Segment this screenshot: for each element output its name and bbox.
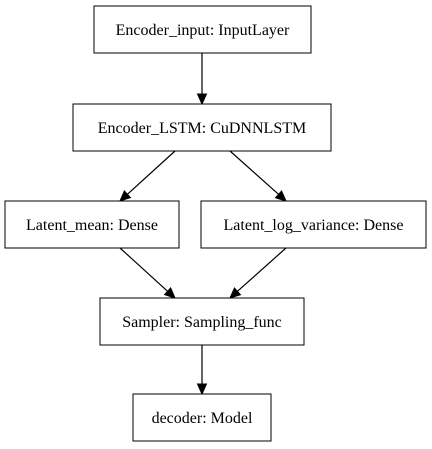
edge-latent-mean-to-sampler <box>119 247 169 292</box>
node-decoder-box <box>132 393 272 442</box>
node-encoder-lstm-box <box>72 103 332 152</box>
arrowhead-latent-mean-to-sampler <box>163 287 176 299</box>
node-encoder-lstm: Encoder_LSTM: CuDNNLSTM <box>72 103 332 152</box>
node-latent-log-variance-box <box>200 200 427 249</box>
node-encoder-input: Encoder_input: InputLayer <box>93 5 312 54</box>
node-latent-mean: Latent_mean: Dense <box>4 200 180 249</box>
node-sampler-box <box>99 297 305 346</box>
node-decoder: decoder: Model <box>132 393 272 442</box>
node-sampler: Sampler: Sampling_func <box>99 297 305 346</box>
arrowhead-latent-log-variance-to-sampler <box>229 287 242 299</box>
arrowhead-encoder-lstm-to-latent-mean <box>119 190 132 202</box>
edge-latent-log-variance-to-sampler <box>237 247 287 292</box>
node-latent-log-variance: Latent_log_variance: Dense <box>200 200 427 249</box>
node-latent-mean-box <box>4 200 180 249</box>
edge-encoder-lstm-to-latent-log-variance <box>229 150 279 195</box>
edge-encoder-lstm-to-latent-mean <box>126 150 176 195</box>
arrowhead-encoder-lstm-to-latent-log-variance <box>274 190 287 202</box>
arrowhead-encoder-input-to-encoder-lstm <box>196 93 208 106</box>
node-sampler-label: Sampler: Sampling_func <box>122 314 282 331</box>
node-encoder-lstm-label: Encoder_LSTM: CuDNNLSTM <box>98 120 306 137</box>
edges-layer <box>119 53 287 396</box>
node-latent-mean-label: Latent_mean: Dense <box>26 217 158 234</box>
node-encoder-input-label: Encoder_input: InputLayer <box>116 22 290 39</box>
node-latent-log-variance-label: Latent_log_variance: Dense <box>224 217 404 234</box>
node-decoder-label: decoder: Model <box>152 410 253 427</box>
node-encoder-input-box <box>93 5 312 54</box>
arrowhead-sampler-to-decoder <box>196 383 208 396</box>
